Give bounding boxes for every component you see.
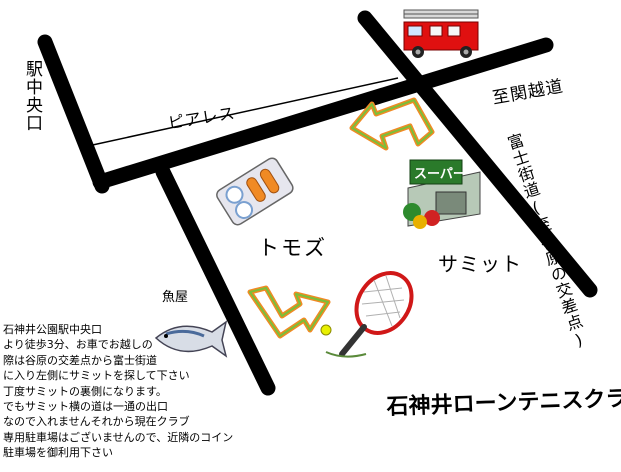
directions-line: 丁度サミットの裏側になります。 [3,384,167,398]
supermarket-sign: スーパー [414,167,466,182]
tennis-racket-icon [320,271,414,358]
tennis-ball-icon [320,324,332,336]
fish-shop-label: 魚屋 [162,290,189,305]
tomoz-store-label: トモズ [258,236,327,260]
directions-line: より徒歩3分、お車でお越しの [3,338,153,352]
directions-text: 石神井公園駅中央口 より徒歩3分、お車でお越しの 際は谷原の交差点から富士街道 … [3,322,233,461]
medicine-icon [216,157,294,226]
supermarket-icon [403,159,481,229]
fish-icon [154,320,228,358]
road-diagonal-north [357,10,598,298]
road-station-street [37,34,110,194]
road-shikan-avenue [92,37,554,190]
directions-line: なので入れませんそれから現在クラブ [3,415,190,429]
arrow-to-summit [349,97,435,151]
road-club-street [155,164,276,396]
directions-line: 専用駐車場はございませんので、近隣のコイン [3,430,234,444]
directions-line: でもサミット横の道は一通の出口 [3,400,168,414]
road-piaress [87,77,399,147]
directions-line: 際は谷原の交差点から富士街道 [3,353,157,367]
directions-line: 石神井公園駅中央口 [3,323,102,336]
fire-truck-icon [403,9,479,58]
directions-line: 駐車場を御利用下さい [3,446,113,460]
summit-store-label: サミット [438,252,522,276]
directions-line: に入り左側にサミットを探して下さい [3,369,190,383]
roads [37,10,598,396]
station-exit-label: 駅中央口 [22,60,42,132]
arrow-to-club [247,285,331,339]
